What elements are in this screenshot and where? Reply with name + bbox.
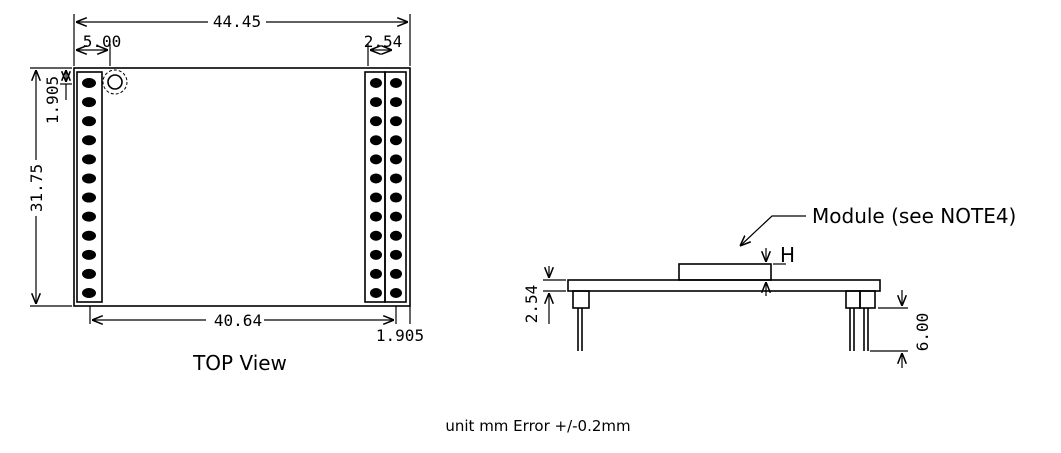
units-caption: unit mm Error +/-0.2mm — [445, 417, 630, 435]
module-label: Module (see NOTE4) — [812, 204, 1016, 228]
dim-width-label: 44.45 — [213, 12, 261, 31]
right-header-pad-outer — [390, 116, 402, 127]
dim-pin-length-label: 6.00 — [913, 313, 932, 352]
side-right-header — [845, 290, 861, 309]
right-header-pad-inner — [370, 249, 382, 260]
right-header-pad-outer — [390, 249, 402, 260]
left-header-pad — [82, 135, 96, 146]
right-header-pad-inner — [370, 78, 382, 88]
left-header-pad — [82, 211, 96, 222]
left-header-pad — [82, 268, 96, 279]
right-header-pad-outer — [390, 78, 402, 88]
left-header-pad — [82, 288, 96, 298]
right-header-pad-outer — [390, 154, 402, 165]
right-pin-rows — [370, 78, 402, 298]
right-header-pad-outer — [390, 192, 402, 203]
dim-board-thickness-label: 2.54 — [522, 285, 541, 324]
dim-right-offset-label: 1.905 — [376, 326, 424, 345]
right-header-pad-outer — [390, 135, 402, 146]
dim-height-label: 31.75 — [27, 164, 46, 212]
left-header-pad — [82, 192, 96, 203]
side-right-header-2 — [859, 290, 876, 309]
right-header-pad-outer — [390, 211, 402, 222]
side-left-header — [572, 290, 590, 309]
right-header-pad-inner — [370, 154, 382, 165]
left-header-pad — [82, 154, 96, 165]
dim-pin-span-label: 40.64 — [214, 311, 262, 330]
right-header-pad-inner — [370, 192, 382, 203]
left-header-pad — [82, 230, 96, 241]
top-view: 44.45 5.00 2.54 31.75 1.905 40.64 1.905 … — [27, 12, 424, 375]
board-outline — [73, 67, 411, 307]
left-header-pad — [82, 173, 96, 184]
left-header-pad — [82, 97, 96, 108]
left-header-pad — [82, 78, 96, 88]
right-header-pad-outer — [390, 288, 402, 298]
right-header-pad-inner — [370, 211, 382, 222]
left-header-pad — [82, 249, 96, 260]
left-header-pad — [82, 116, 96, 127]
left-header-strip — [76, 71, 103, 303]
side-module — [678, 263, 772, 281]
right-header-pad-outer — [390, 173, 402, 184]
right-header-pad-inner — [370, 288, 382, 298]
right-header-pad-outer — [390, 230, 402, 241]
top-view-label: TOP View — [192, 351, 287, 375]
right-header-strip-outer — [384, 71, 407, 303]
right-header-pad-inner — [370, 230, 382, 241]
height-label: H — [780, 243, 795, 267]
left-pin-row — [82, 78, 96, 298]
right-header-pad-outer — [390, 97, 402, 108]
pin1-marker-ring — [102, 69, 128, 95]
right-header-pad-inner — [370, 268, 382, 279]
module-leader — [740, 215, 806, 246]
right-header-pad-inner — [370, 97, 382, 108]
right-header-pad-inner — [370, 135, 382, 146]
dim-right-pitch-label: 2.54 — [364, 32, 403, 51]
side-view: Module (see NOTE4) H 2.54 6.00 — [522, 204, 1016, 368]
dim-top-pin-offset-label: 1.905 — [43, 76, 62, 124]
dim-left-offset-label: 5.00 — [83, 32, 122, 51]
right-header-pad-outer — [390, 268, 402, 279]
right-header-pad-inner — [370, 116, 382, 127]
side-board — [567, 279, 881, 292]
right-header-pad-inner — [370, 173, 382, 184]
pin1-marker — [107, 74, 123, 90]
